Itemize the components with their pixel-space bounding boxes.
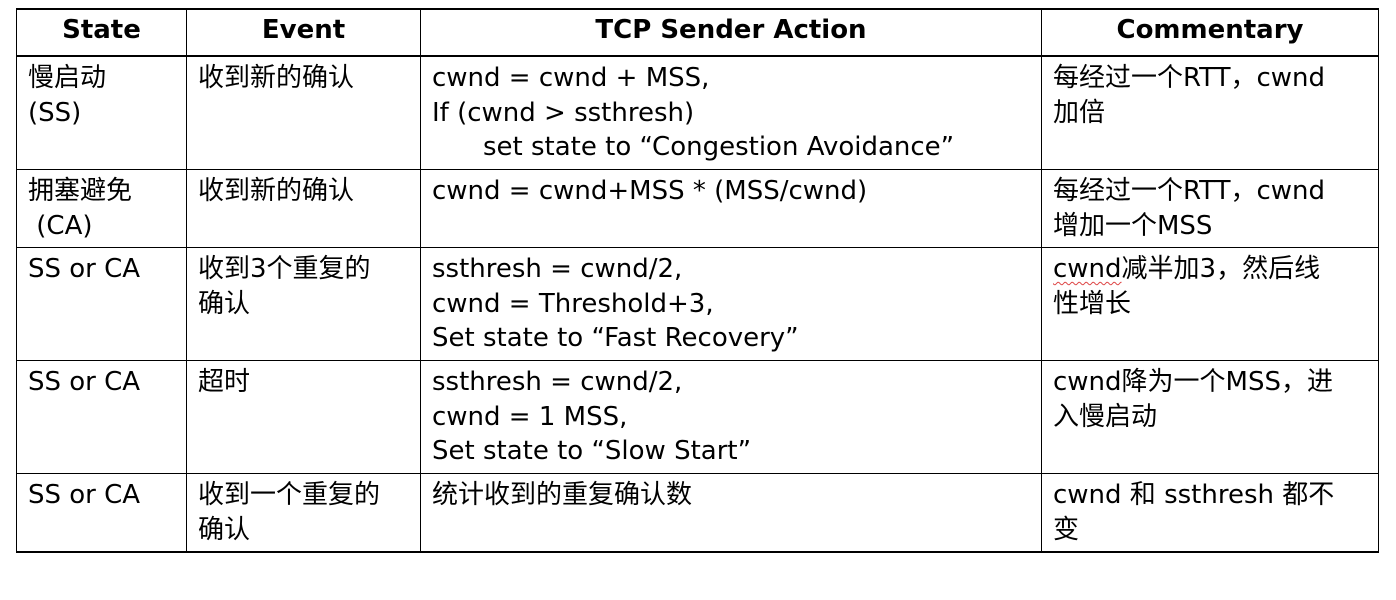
header-row: State Event TCP Sender Action Commentary — [16, 8, 1379, 57]
cell-state: SS or CA — [16, 473, 187, 553]
action-line: set state to “Congestion Avoidance” — [483, 132, 955, 162]
spellcheck-word: cwnd — [1053, 254, 1122, 284]
action-line: If (cwnd > ssthresh) — [432, 97, 695, 128]
event-line: 收到一个重复的 — [198, 480, 381, 510]
commentary-line: 加倍 — [1053, 97, 1106, 128]
commentary-line: 增加一个MSS — [1053, 210, 1213, 241]
cell-action: ssthresh = cwnd/2, cwnd = 1 MSS, Set sta… — [420, 360, 1042, 474]
table-row-congestion-avoidance: 拥塞避免 (CA) 收到新的确认 cwnd = cwnd+MSS * (MSS/… — [16, 169, 1379, 248]
event-line: 超时 — [198, 367, 251, 397]
action-line: 统计收到的重复确认数 — [432, 480, 693, 510]
action-line: cwnd = cwnd+MSS * (MSS/cwnd) — [432, 176, 868, 206]
event-line: 收到新的确认 — [198, 63, 355, 93]
commentary-line: 入慢启动 — [1053, 401, 1158, 432]
header-commentary: Commentary — [1041, 8, 1379, 57]
event-line: 确认 — [198, 514, 251, 545]
cell-event: 超时 — [186, 360, 421, 474]
cell-commentary: cwnd 和 ssthresh 都不 变 — [1041, 473, 1379, 553]
state-line: 慢启动 — [28, 63, 107, 93]
action-line: ssthresh = cwnd/2, — [432, 367, 683, 397]
commentary-line: cwnd减半加3，然后线 — [1053, 252, 1368, 287]
cell-action: ssthresh = cwnd/2, cwnd = Threshold+3, S… — [420, 247, 1042, 361]
header-event: Event — [186, 8, 421, 57]
event-line: 确认 — [198, 288, 251, 319]
table-row-slow-start: 慢启动 (SS) 收到新的确认 cwnd = cwnd + MSS, If (c… — [16, 55, 1379, 170]
cell-state: 拥塞避免 (CA) — [16, 169, 187, 248]
action-line: ssthresh = cwnd/2, — [432, 254, 683, 284]
commentary-line: cwnd降为一个MSS，进 — [1053, 367, 1333, 397]
state-line: 拥塞避免 — [28, 176, 133, 206]
action-line: Set state to “Fast Recovery” — [432, 323, 799, 353]
state-line: (SS) — [28, 97, 82, 128]
cell-event: 收到一个重复的 确认 — [186, 473, 421, 553]
commentary-line: 性增长 — [1053, 288, 1132, 319]
commentary-text: 减半加3，然后线 — [1121, 254, 1321, 284]
event-line: 收到新的确认 — [198, 176, 355, 206]
commentary-line: 变 — [1053, 514, 1080, 545]
cell-commentary: 每经过一个RTT，cwnd 增加一个MSS — [1041, 169, 1379, 248]
table-row-timeout: SS or CA 超时 ssthresh = cwnd/2, cwnd = 1 … — [16, 360, 1379, 474]
state-line: SS or CA — [28, 480, 141, 510]
action-line: cwnd = Threshold+3, — [432, 288, 714, 319]
state-line: SS or CA — [28, 367, 141, 397]
action-line: cwnd = 1 MSS, — [432, 401, 628, 432]
cell-commentary: cwnd减半加3，然后线 性增长 — [1041, 247, 1379, 361]
table-row-single-dup-ack: SS or CA 收到一个重复的 确认 统计收到的重复确认数 cwnd 和 ss… — [16, 473, 1379, 553]
tcp-congestion-state-table: State Event TCP Sender Action Commentary… — [16, 8, 1379, 553]
state-line: SS or CA — [28, 254, 141, 284]
cell-event: 收到新的确认 — [186, 55, 421, 170]
header-action: TCP Sender Action — [420, 8, 1042, 57]
cell-event: 收到新的确认 — [186, 169, 421, 248]
cell-action: cwnd = cwnd+MSS * (MSS/cwnd) — [420, 169, 1042, 248]
state-line: (CA) — [28, 210, 93, 241]
cell-state: SS or CA — [16, 247, 187, 361]
commentary-line: 每经过一个RTT，cwnd — [1053, 176, 1326, 206]
cell-action: 统计收到的重复确认数 — [420, 473, 1042, 553]
header-state: State — [16, 8, 187, 57]
cell-state: 慢启动 (SS) — [16, 55, 187, 170]
cell-action: cwnd = cwnd + MSS, If (cwnd > ssthresh) … — [420, 55, 1042, 170]
action-line: Set state to “Slow Start” — [432, 436, 752, 466]
cell-event: 收到3个重复的 确认 — [186, 247, 421, 361]
table-row-triple-dup-ack: SS or CA 收到3个重复的 确认 ssthresh = cwnd/2, c… — [16, 247, 1379, 361]
cell-commentary: cwnd降为一个MSS，进 入慢启动 — [1041, 360, 1379, 474]
commentary-line: 每经过一个RTT，cwnd — [1053, 63, 1326, 93]
cell-state: SS or CA — [16, 360, 187, 474]
cell-commentary: 每经过一个RTT，cwnd 加倍 — [1041, 55, 1379, 170]
event-line: 收到3个重复的 — [198, 254, 371, 284]
action-line: cwnd = cwnd + MSS, — [432, 63, 710, 93]
commentary-line: cwnd 和 ssthresh 都不 — [1053, 480, 1335, 510]
